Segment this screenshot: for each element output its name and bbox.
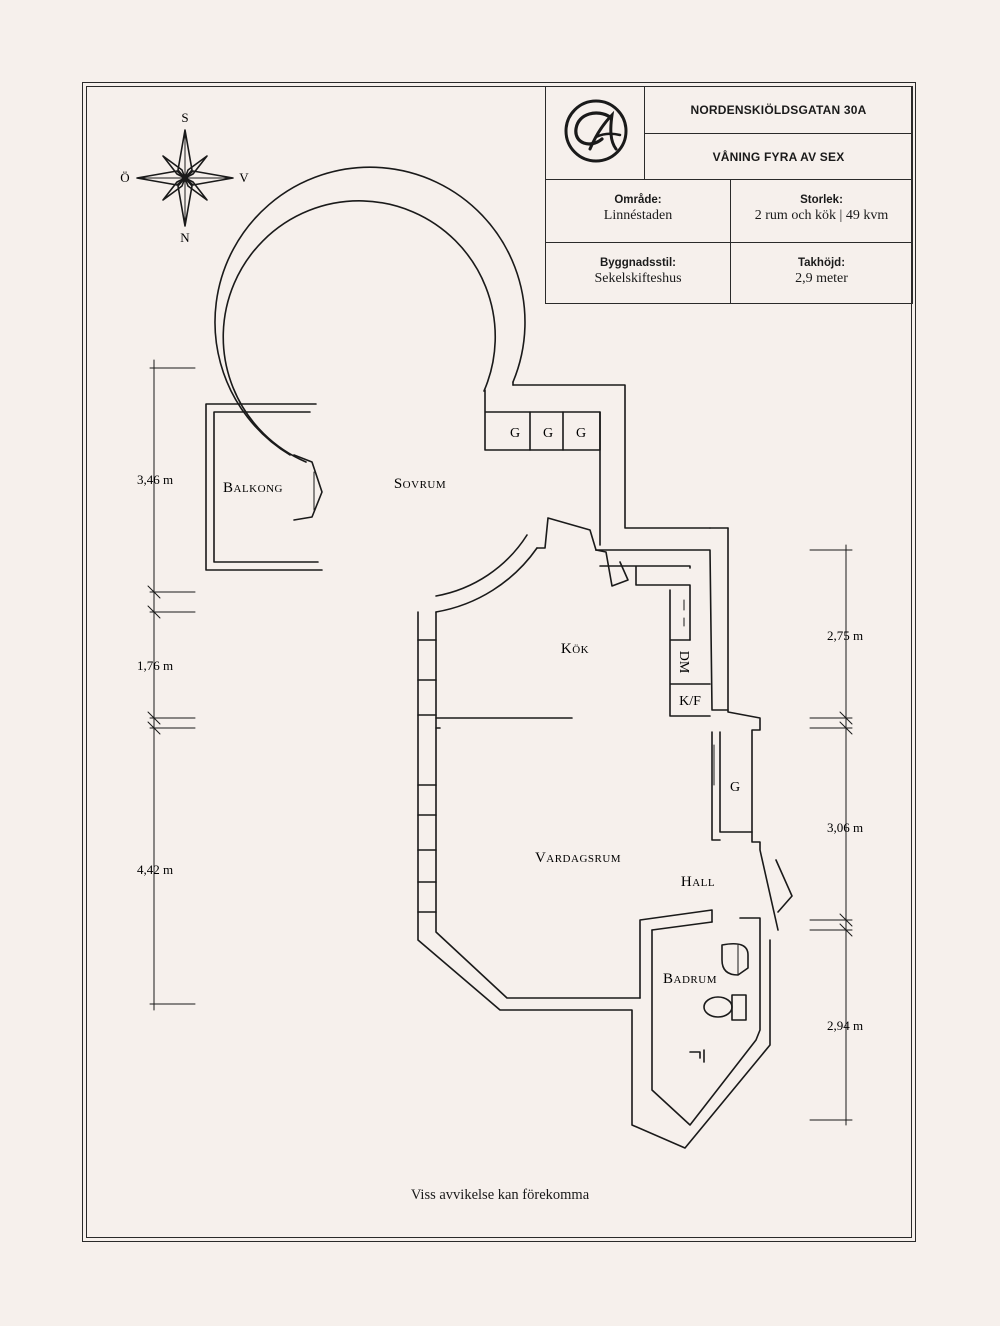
- ca-logo-icon: [564, 99, 628, 163]
- right-dimension-line: [809, 544, 853, 1126]
- ceiling-cell: Takhöjd: 2,9 meter: [730, 242, 913, 304]
- room-hall: Hall: [681, 874, 715, 890]
- dimension-left-3: 4,42 m: [137, 862, 173, 877]
- left-dimension-line: [147, 359, 196, 1011]
- dimension-right-2: 3,06 m: [827, 820, 863, 835]
- dimension-left-1: 3,46 m: [137, 472, 173, 487]
- size-cell: Storlek: 2 rum och kök | 49 kvm: [730, 179, 913, 243]
- kitchen-counter: [595, 527, 779, 931]
- drawing-frame: [82, 82, 916, 1242]
- compass-east: Ö: [120, 170, 129, 185]
- room-sovrum: Sovrum: [394, 476, 446, 492]
- compass-south: S: [181, 110, 188, 125]
- dimension-left-2: 1,76 m: [137, 658, 173, 673]
- fridge-freezer-label: K/F: [679, 694, 701, 709]
- dishwasher-label: DM: [676, 651, 691, 674]
- style-label: Byggnadsstil:: [599, 257, 677, 269]
- wardrobe-label-2: G: [543, 426, 553, 441]
- footer-note: Viss avvikelse kan förekomma: [410, 1187, 590, 1203]
- hall-wardrobe: [711, 731, 753, 841]
- size-label: Storlek:: [800, 194, 843, 206]
- ceiling-label: Takhöjd:: [797, 257, 846, 269]
- room-badrum: Badrum: [663, 971, 717, 987]
- dimension-right-1: 2,75 m: [827, 628, 863, 643]
- balcony: [205, 403, 323, 571]
- wardrobe-label-1: G: [510, 426, 520, 441]
- area-label: Område:: [614, 194, 662, 206]
- style-value: Sekelskifteshus: [594, 271, 682, 286]
- bathroom: [639, 909, 761, 1126]
- floor-text: VÅNING FYRA AV SEX: [712, 150, 845, 164]
- compass-north: N: [180, 230, 190, 245]
- bedroom-wardrobes: [484, 384, 711, 546]
- title-block: NORDENSKIÖLDSGATAN 30A VÅNING FYRA AV SE…: [545, 86, 913, 304]
- ceiling-value: 2,9 meter: [795, 271, 848, 286]
- bedroom-walls: [214, 166, 538, 613]
- address-text: NORDENSKIÖLDSGATAN 30A: [690, 103, 867, 117]
- compass-rose-icon: [136, 129, 234, 227]
- room-vardagsrum: Vardagsrum: [535, 850, 621, 866]
- wardrobe-label-3: G: [576, 426, 586, 441]
- size-value: 2 rum och kök | 49 kvm: [754, 208, 889, 223]
- area-value: Linnéstaden: [603, 208, 673, 223]
- room-kok: Kök: [561, 641, 589, 657]
- west-wall: [417, 611, 771, 1149]
- hall-wardrobe-label: G: [730, 780, 740, 795]
- compass-west: V: [239, 170, 249, 185]
- room-balkong: Balkong: [223, 480, 283, 496]
- dimension-right-3: 2,94 m: [827, 1018, 863, 1033]
